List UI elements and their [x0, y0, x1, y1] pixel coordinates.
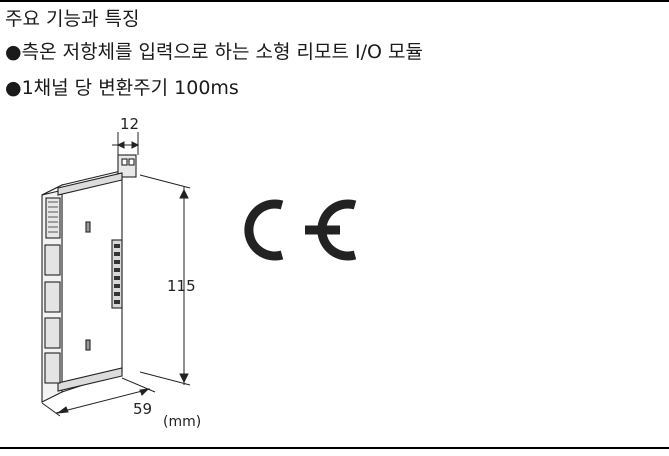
feature-list: ●측온 저항체를 입력으로 하는 소형 리모트 I/O 모듈 ●1채널 당 변환…	[5, 40, 423, 112]
bullet-icon: ●	[5, 77, 22, 99]
module-drawing	[41, 154, 137, 403]
bottom-border	[0, 447, 669, 449]
dimension-width: 12	[120, 115, 139, 133]
feature-item: ●1채널 당 변환주기 100ms	[5, 76, 423, 112]
unit-label: (mm)	[163, 414, 201, 430]
dimension-height: 115	[167, 277, 196, 295]
feature-text: 측온 저항체를 입력으로 하는 소형 리모트 I/O 모듈	[21, 41, 423, 63]
bullet-icon: ●	[5, 41, 22, 63]
feature-item: ●측온 저항체를 입력으로 하는 소형 리모트 I/O 모듈	[5, 40, 423, 76]
ce-mark-icon	[244, 199, 357, 261]
dimension-depth: 59	[133, 400, 152, 418]
feature-text: 1채널 당 변환주기 100ms	[21, 77, 239, 99]
dimension-lines	[41, 132, 191, 417]
section-title: 주요 기능과 특징	[5, 8, 140, 30]
top-border	[0, 0, 669, 2]
